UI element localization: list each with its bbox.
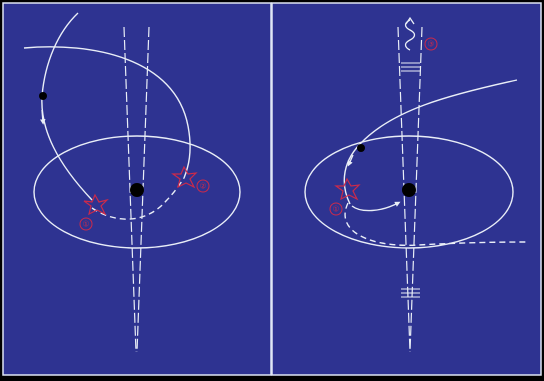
orbit-ellipse xyxy=(33,135,241,249)
right-panel-border xyxy=(271,2,542,376)
wave-emission-icon xyxy=(404,19,416,51)
label-2: ② xyxy=(199,182,206,191)
right-panel: ① ③ xyxy=(271,2,542,376)
right-label-circle-3 xyxy=(424,37,438,51)
label-circle-1 xyxy=(79,217,93,231)
right-crossing-path xyxy=(343,79,518,205)
curved-trajectory xyxy=(23,46,191,179)
right-label-circle-1 xyxy=(329,202,343,216)
right-label-1: ① xyxy=(332,205,339,214)
right-incoming-arrow xyxy=(347,154,354,167)
central-black-hole xyxy=(130,183,144,197)
right-curve-to-hole xyxy=(351,201,401,212)
label-1: ① xyxy=(82,220,89,229)
incoming-arrow xyxy=(39,109,46,125)
right-orbit-ellipse xyxy=(304,135,514,249)
small-dark-dot xyxy=(39,92,47,100)
right-central-black-hole xyxy=(402,183,416,197)
right-jet-right-line xyxy=(409,26,423,353)
left-panel-border xyxy=(2,2,272,376)
upper-jet-hatch xyxy=(401,62,420,72)
star-marker-2 xyxy=(171,165,198,189)
right-star-marker xyxy=(334,177,361,201)
left-jet-line xyxy=(123,26,137,353)
dashed-path xyxy=(91,177,185,220)
right-small-dark-dot xyxy=(357,144,365,152)
left-panel: ① ② xyxy=(2,2,272,376)
star-marker-1 xyxy=(83,193,109,216)
right-label-3: ③ xyxy=(427,40,434,49)
right-dashed-loop xyxy=(344,202,527,247)
lower-jet-hatch xyxy=(401,288,420,298)
wave-arrowhead xyxy=(405,16,415,25)
label-circle-2 xyxy=(196,179,210,193)
